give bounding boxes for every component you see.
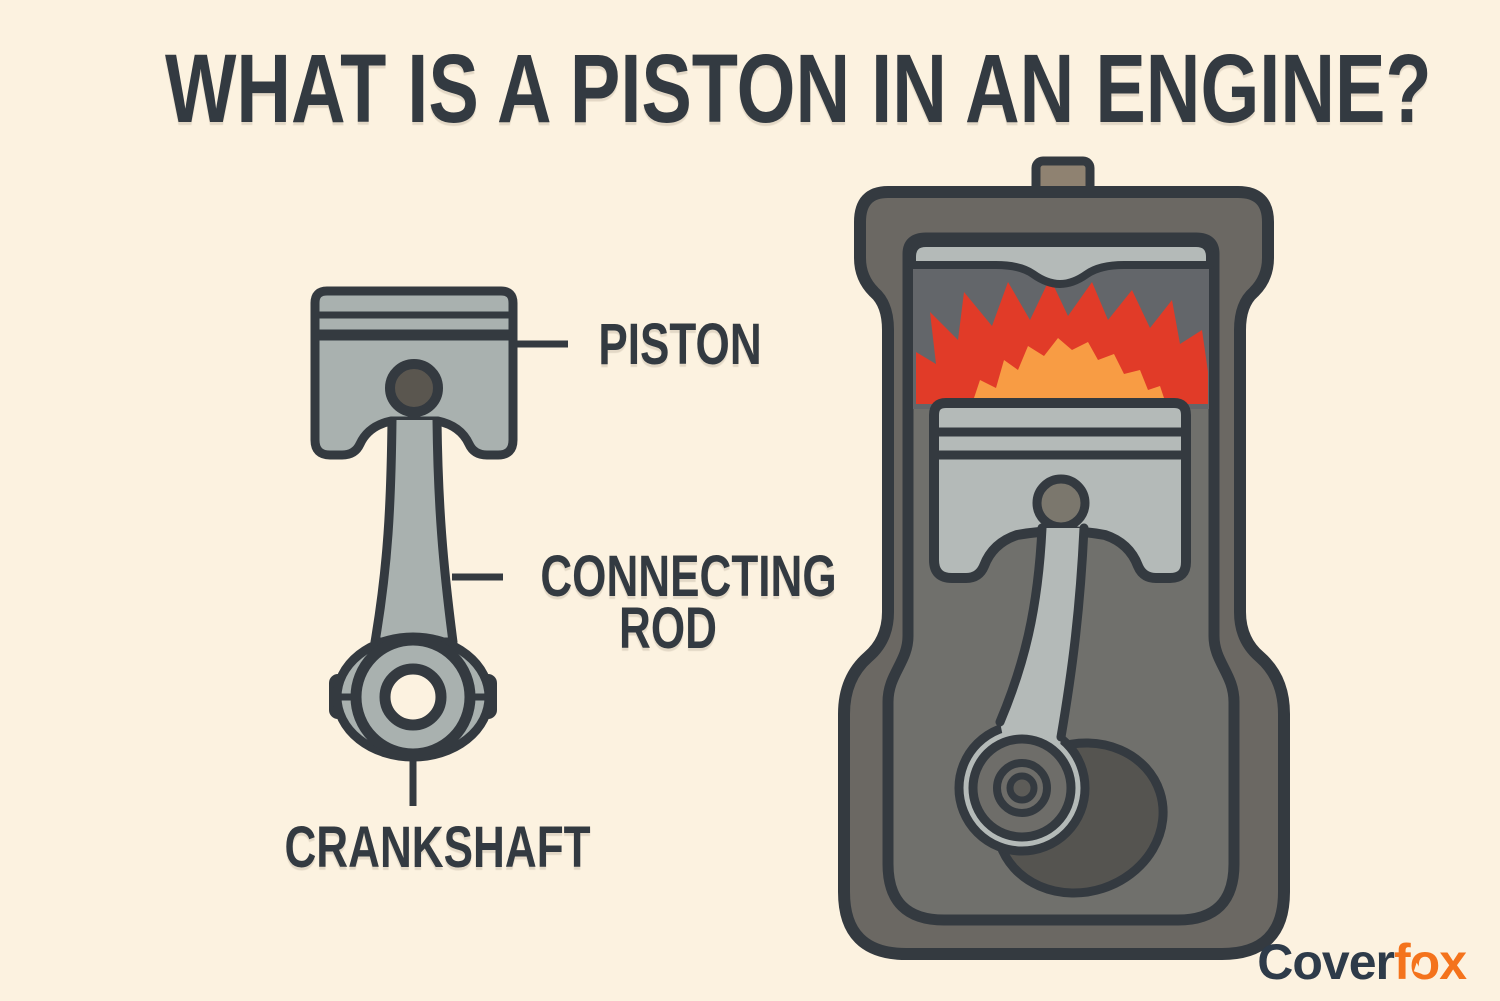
- engine-connecting-rod-edge: [995, 523, 1047, 727]
- logo-text-primary: Cover: [1257, 934, 1395, 990]
- combustion-flame-inner: [972, 338, 1166, 404]
- logo-text-accent-chars: fox: [1394, 934, 1467, 990]
- coverfox-logo: Coverfox: [1257, 934, 1467, 990]
- label-connecting-rod-line2: ROD: [619, 596, 717, 661]
- crank-hub-center: [1006, 772, 1038, 804]
- label-connecting-rod: CONNECTING ROD: [540, 544, 837, 661]
- page-title: WHAT IS A PISTON IN AN ENGINE?: [165, 34, 1432, 143]
- logo-text-accent: fox: [1394, 934, 1467, 990]
- engine-wrist-pin: [1032, 474, 1090, 532]
- wrist-pin: [385, 359, 443, 417]
- engine-cutaway: [838, 156, 1290, 960]
- connecting-rod-shaft: [370, 419, 458, 647]
- crank-journal-bore: [379, 663, 447, 731]
- label-crankshaft: CRANKSHAFT: [284, 815, 591, 880]
- engine-connecting-rod-edge: [1056, 523, 1089, 742]
- cylinder-head: [908, 239, 1214, 288]
- label-connecting-rod-line1: CONNECTING: [540, 544, 837, 609]
- label-piston: PISTON: [598, 312, 762, 377]
- piston-diagram: [310, 286, 568, 806]
